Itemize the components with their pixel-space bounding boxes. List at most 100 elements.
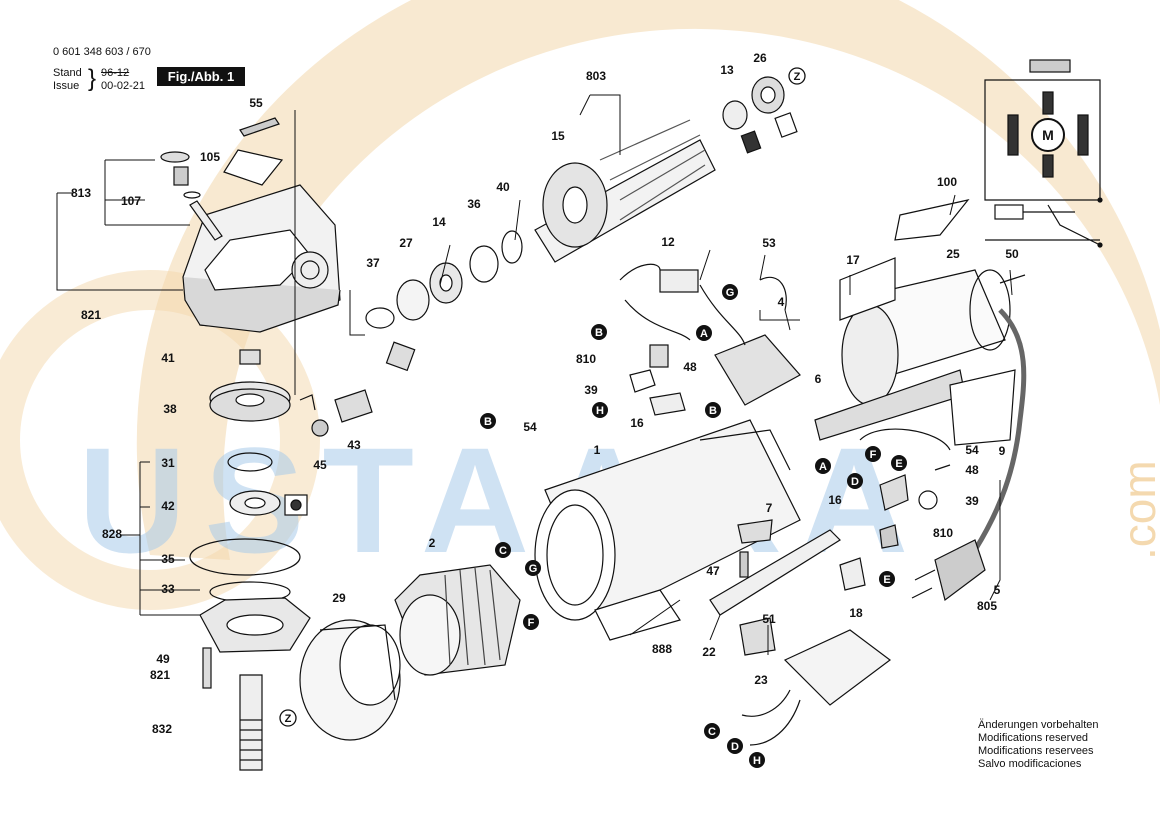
connector-circle xyxy=(523,614,539,630)
connector-letter: B xyxy=(595,327,603,339)
part-number-39b: 39 xyxy=(965,494,979,508)
connector-marker-b: B xyxy=(705,402,721,418)
connector-letter: G xyxy=(529,563,538,575)
old-date: 96-12 xyxy=(101,67,130,79)
armature xyxy=(534,76,798,263)
part-number-803: 803 xyxy=(586,69,606,83)
leader-lines xyxy=(56,94,1013,655)
issue-label: Issue xyxy=(53,80,80,92)
connector-circle xyxy=(480,413,496,429)
part-number-53: 53 xyxy=(762,236,776,250)
part-number-42: 42 xyxy=(161,499,175,513)
part-number-55: 55 xyxy=(249,96,263,110)
part-number-4: 4 xyxy=(778,295,785,309)
connector-marker-z: Z xyxy=(788,67,806,85)
connector-circle xyxy=(279,709,297,727)
connector-circle xyxy=(704,723,720,739)
part-number-13: 13 xyxy=(720,63,734,77)
part-number-29: 29 xyxy=(332,591,346,605)
part-number-828: 828 xyxy=(102,527,122,541)
part-number-51: 51 xyxy=(762,612,776,626)
connector-circle xyxy=(705,402,721,418)
part-number-9: 9 xyxy=(999,444,1006,458)
connector-letter: E xyxy=(883,574,890,586)
circuit-schematic: M xyxy=(984,59,1103,248)
part-number-821b: 821 xyxy=(150,668,170,682)
part-number-40: 40 xyxy=(496,180,510,194)
connector-marker-e: E xyxy=(879,571,895,587)
connector-marker-b: B xyxy=(480,413,496,429)
part-number-47: 47 xyxy=(706,564,720,578)
connector-circle xyxy=(788,67,806,85)
connector-letter: F xyxy=(528,617,535,629)
part-number-810a: 810 xyxy=(576,352,596,366)
doc-number: 0 601 348 603 / 670 xyxy=(53,46,151,58)
connector-letter: D xyxy=(851,476,859,488)
part-number-43: 43 xyxy=(347,438,361,452)
connector-marker-g: G xyxy=(722,284,738,300)
part-number-33: 33 xyxy=(161,582,175,596)
motor-housing xyxy=(534,419,801,621)
right-small-parts xyxy=(594,428,951,746)
part-number-18: 18 xyxy=(849,606,863,620)
part-number-39a: 39 xyxy=(584,383,598,397)
connector-letter: E xyxy=(895,458,902,470)
connector-letter: A xyxy=(819,461,827,473)
gear-assembly xyxy=(209,349,373,437)
part-number-805: 805 xyxy=(977,599,997,613)
bearing-flange-stack xyxy=(189,452,311,771)
part-number-813: 813 xyxy=(71,186,91,200)
part-number-38: 38 xyxy=(163,402,177,416)
connector-marker-b: B xyxy=(591,324,607,340)
connector-letter: F xyxy=(870,449,877,461)
svg-text:M: M xyxy=(1042,127,1054,143)
part-number-810b: 810 xyxy=(933,526,953,540)
switch-assembly xyxy=(619,263,801,416)
connector-circle xyxy=(865,446,881,462)
note-line: Modifications reserved xyxy=(978,732,1089,744)
part-number-27: 27 xyxy=(399,236,413,250)
note-line: Änderungen vorbehalten xyxy=(978,719,1099,731)
connector-marker-c: C xyxy=(704,723,720,739)
part-number-5: 5 xyxy=(994,583,1001,597)
connector-circle xyxy=(722,284,738,300)
connector-marker-g: G xyxy=(525,560,541,576)
issue-date: 00-02-21 xyxy=(101,80,146,92)
connector-letter: G xyxy=(726,287,735,299)
part-number-45: 45 xyxy=(313,458,327,472)
part-number-48b: 48 xyxy=(965,463,979,477)
part-number-12: 12 xyxy=(661,235,675,249)
note-line: Modifications reservees xyxy=(978,745,1094,757)
part-number-1: 1 xyxy=(594,443,601,457)
part-number-35: 35 xyxy=(161,552,175,566)
part-number-15: 15 xyxy=(551,129,565,143)
connector-circle xyxy=(847,473,863,489)
connector-letter: H xyxy=(596,405,604,417)
part-number-31: 31 xyxy=(161,456,175,470)
part-number-832: 832 xyxy=(152,722,172,736)
connector-letter: A xyxy=(700,328,708,340)
part-number-14: 14 xyxy=(432,215,446,229)
modification-notes: Änderungen vorbehalten Modifications res… xyxy=(978,719,1098,771)
connector-circle xyxy=(891,455,907,471)
part-number-16b: 16 xyxy=(828,493,842,507)
connector-marker-a: A xyxy=(815,458,831,474)
connector-marker-h: H xyxy=(592,402,608,418)
connector-circle xyxy=(592,402,608,418)
part-number-37: 37 xyxy=(366,256,380,270)
connector-circle xyxy=(815,458,831,474)
part-number-25: 25 xyxy=(946,247,960,261)
connector-letter: C xyxy=(708,726,716,738)
part-number-107: 107 xyxy=(121,194,141,208)
part-number-41: 41 xyxy=(161,351,175,365)
connector-marker-a: A xyxy=(696,325,712,341)
connector-circle xyxy=(749,752,765,768)
connector-letter: C xyxy=(499,545,507,557)
gear-housing xyxy=(182,184,341,333)
connector-circle xyxy=(879,571,895,587)
connector-marker-f: F xyxy=(865,446,881,462)
connector-marker-e: E xyxy=(891,455,907,471)
part-number-2: 2 xyxy=(429,536,436,550)
